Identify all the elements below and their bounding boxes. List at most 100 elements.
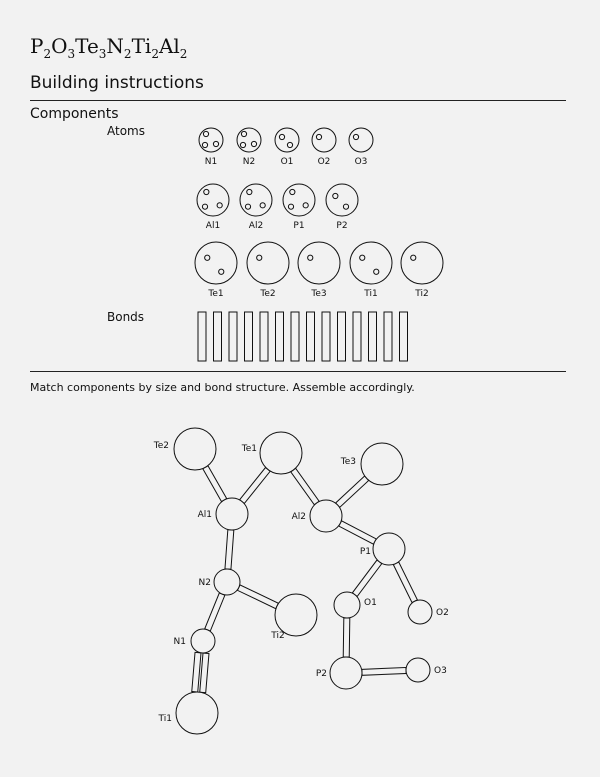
bond-rod: [342, 617, 351, 658]
bond-hole: [352, 133, 360, 141]
formula-element: P: [30, 34, 44, 58]
components-heading: Components: [30, 106, 119, 122]
molecule-atom-label: O3: [434, 666, 447, 676]
molecule-atom-te3: [360, 442, 404, 486]
molecule-atom-p2: [329, 656, 363, 690]
bond-rod: [392, 561, 419, 604]
bond-hole: [201, 141, 209, 149]
bond-hole: [216, 202, 223, 209]
legend-atom-label: N2: [243, 157, 255, 167]
bond-hole: [342, 203, 350, 210]
molecule-atom-label: Te2: [153, 441, 169, 451]
molecule-atom-label: Ti1: [158, 714, 172, 724]
legend-bond: [259, 311, 269, 362]
bond-al2-p1: [338, 520, 377, 545]
bond-n1-ti1: [199, 652, 210, 694]
chemical-formula: P2O3Te3N2Ti2Al2: [30, 34, 187, 61]
molecule-atom-ti2: [274, 593, 318, 637]
bond-rod: [224, 529, 235, 570]
bond-hole: [286, 141, 294, 149]
legend-atom-al2: [239, 183, 273, 217]
molecule-atom-label: O1: [364, 598, 377, 608]
molecule-atom-o3: [405, 657, 431, 683]
bond-hole: [244, 203, 252, 210]
legend-atom-ti2: [400, 241, 444, 285]
molecule-atom-label: Te3: [340, 457, 356, 467]
legend-atom-te1: [194, 241, 238, 285]
bond-te1-al1: [238, 466, 271, 505]
legend-bond: [197, 311, 207, 362]
legend-bond: [306, 311, 315, 362]
legend-bond: [337, 311, 346, 362]
molecule-atom-p1: [372, 532, 406, 566]
molecule-atom-ti1: [175, 691, 219, 735]
bond-rod: [204, 592, 226, 632]
legend-atom-n2: [236, 127, 262, 153]
bond-hole: [212, 140, 220, 148]
legend-bond: [275, 311, 284, 362]
molecule-atom-label: Ti2: [270, 631, 284, 641]
legend-bond: [352, 311, 362, 362]
formula-count: 3: [98, 47, 107, 61]
bonds-heading: Bonds: [107, 310, 145, 324]
legend-bond: [228, 311, 238, 362]
legend-bond: [244, 311, 253, 362]
legend-atom-o3: [348, 127, 374, 153]
bond-hole: [373, 268, 380, 275]
molecule-atom-te2: [173, 427, 217, 471]
molecule-atom-al2: [309, 499, 343, 533]
formula-count: 2: [179, 47, 188, 61]
legend-atom-label: Ti1: [363, 289, 377, 299]
bond-hole: [203, 188, 210, 196]
bond-rod: [236, 584, 280, 610]
legend-atom-label: Ti2: [414, 289, 428, 299]
molecule-atom-label: Te1: [241, 444, 257, 454]
bond-hole: [359, 254, 366, 261]
legend-bond: [399, 311, 408, 362]
legend-atom-te3: [297, 241, 341, 285]
divider-top: [30, 100, 566, 101]
bond-hole: [278, 133, 286, 141]
molecule-atom-n1: [190, 628, 216, 654]
molecule-atom-label: N1: [174, 637, 186, 647]
bond-o1-p2: [342, 617, 351, 658]
formula-element: Te: [75, 34, 99, 58]
molecule-atom-label: N2: [199, 578, 211, 588]
legend-bond: [321, 311, 331, 362]
molecule-atom-label: Al2: [292, 512, 306, 522]
legend-atom-label: Te3: [310, 289, 326, 299]
bond-n2-n1: [204, 592, 226, 632]
legend-atom-label: O2: [318, 157, 331, 167]
bond-hole: [289, 188, 296, 196]
bond-hole: [256, 254, 263, 261]
legend-atom-p1: [282, 183, 316, 217]
instructions-text: Match components by size and bond struct…: [30, 381, 415, 394]
legend-atom-p2: [325, 183, 359, 217]
bond-rod: [290, 467, 320, 506]
bond-rod: [334, 475, 370, 509]
bond-rod: [351, 559, 383, 598]
bond-n1-ti1: [191, 651, 202, 693]
legend-atom-n1: [198, 127, 224, 153]
legend-bond: [290, 311, 300, 362]
bond-hole: [259, 202, 266, 209]
bond-rod: [238, 466, 271, 505]
legend-bond: [383, 311, 393, 362]
legend-atom-label: Al1: [206, 221, 220, 231]
bond-te2-al1: [202, 465, 228, 503]
formula-count: 2: [43, 47, 52, 61]
legend-atom-o2: [311, 127, 337, 153]
bond-hole: [218, 268, 225, 275]
bond-rod: [191, 651, 202, 693]
molecule-atom-n2: [213, 568, 241, 596]
bond-hole: [202, 130, 210, 138]
bond-rod: [202, 465, 228, 503]
formula-count: 2: [123, 47, 132, 61]
divider-bottom: [30, 371, 566, 372]
molecule-atom-label: P1: [360, 547, 371, 557]
formula-element: Ti: [131, 34, 152, 58]
legend-atom-ti1: [349, 241, 393, 285]
bond-hole: [410, 254, 417, 261]
legend-atom-label: O1: [281, 157, 294, 167]
